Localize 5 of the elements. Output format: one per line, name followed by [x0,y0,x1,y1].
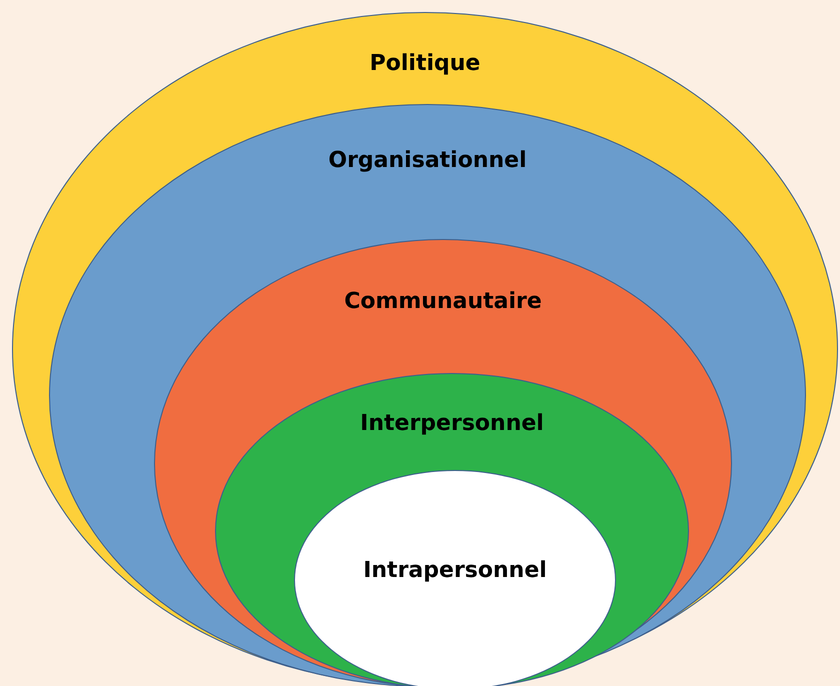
level-label: Organisationnel [328,148,527,173]
level-label: Communautaire [344,289,542,314]
level-label: Intrapersonnel [363,558,547,583]
level-label: Politique [370,51,480,76]
level-label: Interpersonnel [360,411,544,436]
